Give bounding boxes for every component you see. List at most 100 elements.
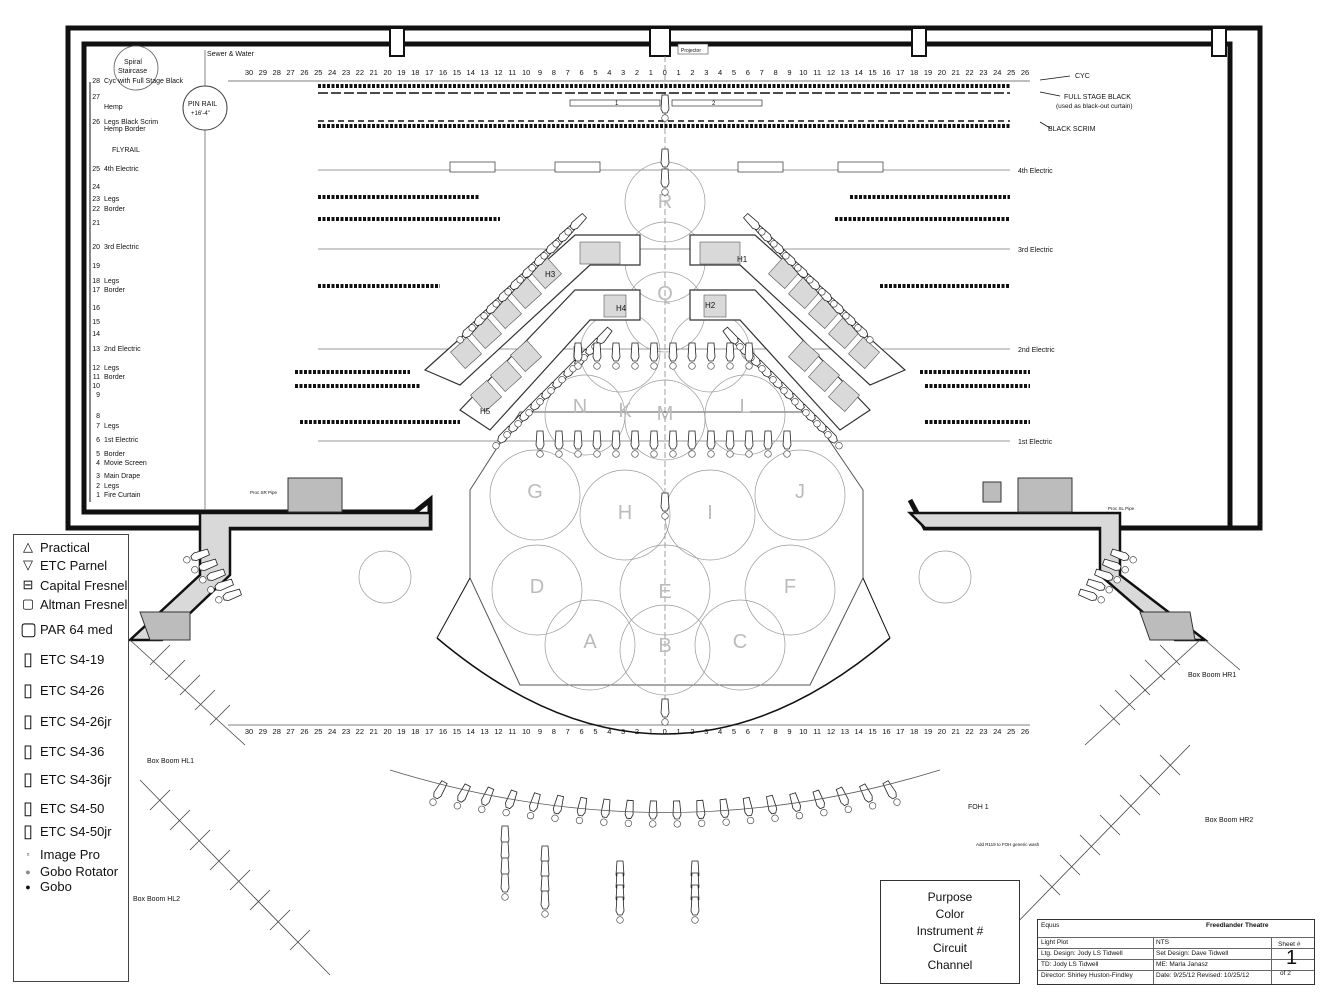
lineset-name: Border (104, 374, 126, 381)
area-letter: D (530, 576, 544, 598)
tb-td: TD: Jody LS Tidwell (1041, 961, 1099, 968)
scale-number: 1 (649, 727, 653, 736)
scale-number: 9 (538, 727, 542, 736)
instrument-symbol (199, 568, 226, 584)
scale-number: 22 (356, 727, 364, 736)
lineset-name: Fire Curtain (104, 492, 141, 499)
lineset-number: 23 (92, 196, 100, 203)
scale-number: 7 (760, 68, 764, 77)
scale-number: 5 (732, 68, 736, 77)
scale-number: 11 (508, 727, 516, 736)
instrument-symbol (722, 326, 744, 351)
cyc-label: CYC (1075, 73, 1090, 80)
scale-number: 15 (453, 68, 461, 77)
instrument-symbol (859, 783, 877, 810)
lineset-number: 11 (93, 374, 100, 381)
instrument-symbol (611, 430, 621, 458)
drape-arrows (1039, 75, 1071, 129)
scale-number: 14 (467, 68, 475, 77)
sewer-water-label: Sewer & Water (207, 51, 254, 58)
scale-number: 9 (787, 727, 791, 736)
instrument-symbol (624, 799, 634, 827)
foh1-label: FOH 1 (968, 804, 989, 811)
scale-number: 6 (579, 727, 583, 736)
instrument-symbol (660, 698, 670, 726)
lineset-number: 1 (96, 492, 100, 499)
scale-number: 25 (314, 68, 322, 77)
altman-fresnel-icon: ▢ (21, 596, 35, 611)
scale-number: 2 (635, 727, 639, 736)
area-letter: J (795, 481, 805, 503)
lineset-name: Hemp Border (104, 126, 146, 133)
scale-number: 4 (607, 68, 611, 77)
instrument-symbol (215, 588, 242, 604)
angled-booms (423, 234, 907, 431)
lineset-number: 17 (92, 287, 100, 294)
instrument-symbol (660, 492, 670, 520)
instrument-symbol (668, 430, 678, 458)
instrument-symbol (575, 796, 588, 825)
pin-rail-height: +16'-4" (191, 111, 210, 117)
hanger-h1: H1 (737, 255, 748, 264)
area-letter: K (618, 400, 632, 422)
scale-number: 6 (746, 68, 750, 77)
key-purpose: Purpose (927, 890, 973, 904)
scale-number: 15 (868, 68, 876, 77)
lineset-number: 4 (96, 460, 100, 467)
scale-number: 21 (952, 68, 960, 77)
flyrail-label: FLYRAIL (112, 147, 140, 154)
lineset-name: Movie Screen (104, 460, 147, 467)
instrument-symbol (191, 558, 218, 574)
tb-nts: NTS (1156, 939, 1169, 946)
lineset-name: 1st Electric (104, 437, 139, 444)
key-instrument-number: Instrument # (916, 924, 984, 938)
scale-number: 5 (593, 68, 597, 77)
scale-number: 12 (494, 68, 502, 77)
electric-4-label: 4th Electric (1018, 168, 1053, 175)
instrument-symbol (742, 212, 766, 236)
proc-sl-pipe-label: Proc SL Pipe (1108, 506, 1135, 511)
scale-number: 21 (370, 68, 378, 77)
scale-number: 27 (286, 727, 294, 736)
instrument-symbol (706, 342, 716, 370)
tb-director: Director: Shirley Huston-Findley (1041, 972, 1133, 979)
instrument-symbol (782, 430, 792, 458)
box-boom-hr1-label: Box Boom HR1 (1188, 672, 1236, 679)
instrument-symbol (183, 548, 210, 564)
s4-26jr-icon: ▯ (23, 711, 33, 731)
scale-number: 15 (868, 727, 876, 736)
scale-number: 29 (259, 727, 267, 736)
s4-36jr-icon: ▯ (23, 769, 33, 789)
lineset-name: Border (104, 287, 126, 294)
scale-number: 26 (1021, 727, 1029, 736)
scale-number: 1 (649, 68, 653, 77)
title-block: Equus Freedlander Theatre Light Plot NTS… (1037, 919, 1315, 985)
black-scrim-label: BLACK SCRIM (1048, 126, 1096, 133)
lineset-name: Cyc with Full Stage Black (104, 78, 183, 85)
box-boom-diagonals (129, 639, 1241, 976)
lineset-name: Legs Black Scrim (104, 119, 158, 126)
scale-number: 11 (508, 68, 516, 77)
scale-number: 20 (938, 68, 946, 77)
legend-gobo-rotator: ●Gobo Rotator (20, 864, 118, 879)
scale-number: 23 (979, 727, 987, 736)
legend-s4-36: ▯ETC S4-36 (20, 741, 104, 762)
scale-number: 15 (453, 727, 461, 736)
scale-number: 3 (704, 727, 708, 736)
scale-number: 4 (607, 727, 611, 736)
scale-number: 24 (993, 68, 1001, 77)
s4-36-icon: ▯ (23, 741, 33, 761)
gobo-rotator-icon: ● (25, 866, 31, 877)
spiral-label: Spiral (124, 59, 142, 66)
tb-plot: Light Plot (1041, 939, 1069, 946)
instrument-symbol (526, 792, 541, 820)
key-circuit: Circuit (932, 941, 967, 955)
proscenium-wings (126, 477, 1209, 642)
instrument-symbol (696, 799, 706, 827)
scale-number: 22 (965, 727, 973, 736)
lineset-number: 26 (92, 119, 100, 126)
tb-me: ME: Marla Janasz (1156, 961, 1209, 968)
